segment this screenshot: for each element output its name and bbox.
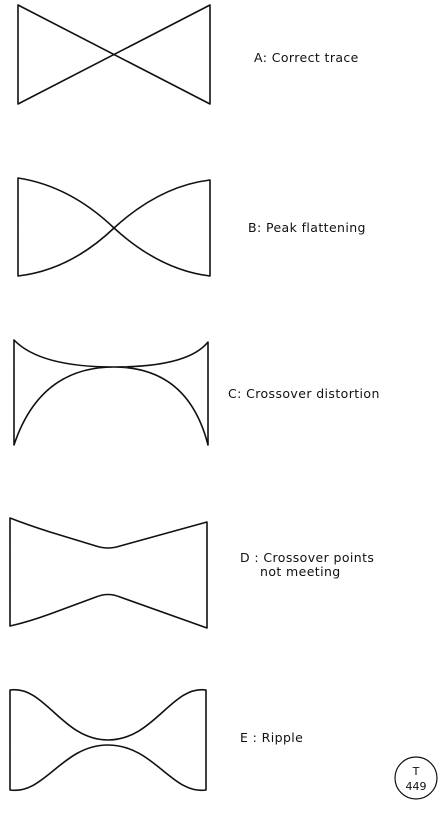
trace-c-caption: C: Crossover distortion — [228, 386, 380, 401]
trace-a-caption: A: Correct trace — [254, 50, 359, 65]
trace-d-waveform — [9, 517, 208, 629]
trace-d-caption-line-2: not meeting — [260, 564, 341, 579]
trace-b-caption: B: Peak flattening — [248, 220, 366, 235]
trace-a: A: Correct trace — [17, 4, 359, 105]
figure-number-badge: T 449 — [394, 756, 438, 800]
trace-a-waveform — [17, 4, 211, 105]
trace-e-waveform — [9, 689, 207, 791]
trace-b: B: Peak flattening — [17, 177, 366, 277]
badge-circle — [394, 756, 438, 800]
trace-e: E : Ripple — [9, 689, 303, 791]
trace-d-caption-line-1: D : Crossover points — [240, 550, 374, 565]
trace-d: D : Crossover points not meeting — [9, 517, 374, 629]
badge-bottom-text: 449 — [406, 780, 427, 793]
trace-e-caption: E : Ripple — [240, 730, 303, 745]
trace-c-waveform — [13, 339, 209, 446]
trace-c: C: Crossover distortion — [13, 339, 380, 446]
trace-b-waveform — [17, 177, 211, 277]
badge-top-text: T — [412, 765, 420, 778]
